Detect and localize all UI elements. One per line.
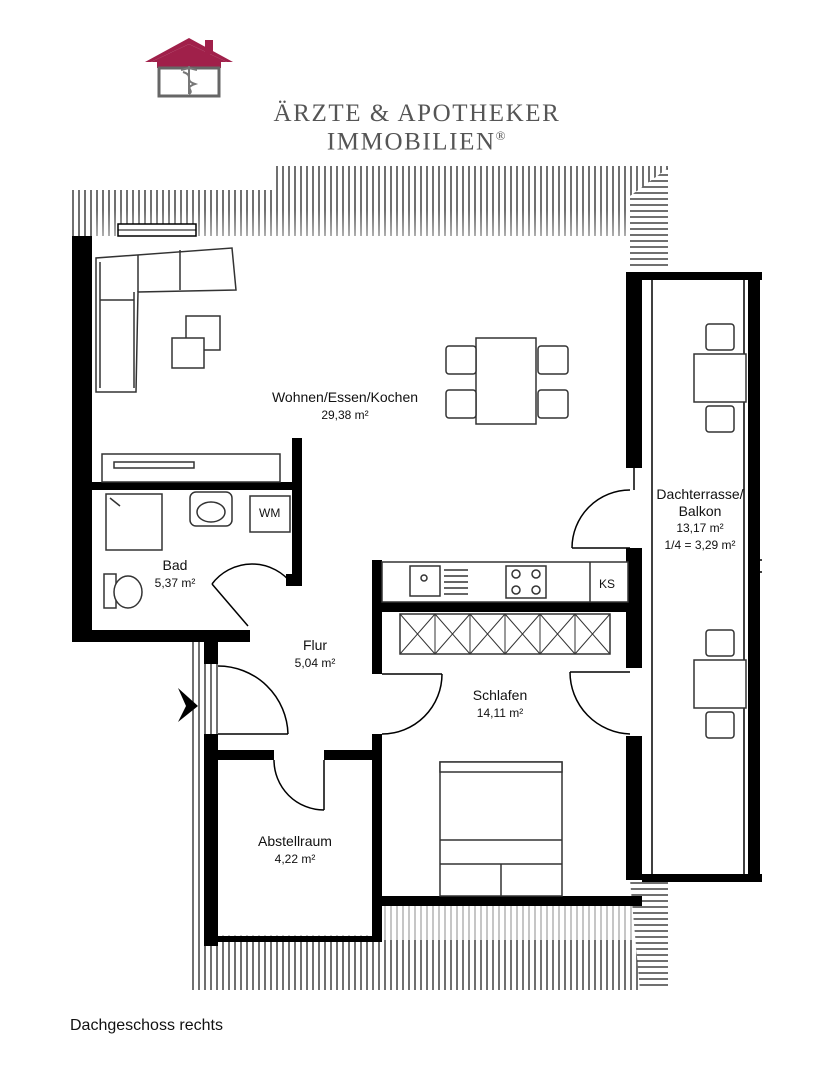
room-name: Bad — [162, 557, 188, 573]
room-name-line1: Dachterrasse/ — [656, 486, 744, 502]
sideboard — [101, 453, 281, 483]
kitchen-counter — [381, 561, 629, 603]
sofa — [95, 247, 237, 393]
plan-caption: Dachgeschoss rechts — [70, 1017, 223, 1034]
room-label-flur: Flur 5,04 m² — [270, 636, 360, 672]
room-name: Schlafen — [472, 687, 528, 703]
bath-fixtures — [103, 491, 291, 609]
room-area: 5,04 m² — [294, 656, 336, 670]
room-label-schlafen: Schlafen 14,11 m² — [450, 686, 550, 722]
room-area-quarter: 1/4 = 3,29 m² — [664, 538, 736, 552]
logo-text-immobilien: IMMOBILIEN — [326, 128, 496, 156]
room-area: 4,22 m² — [274, 852, 316, 866]
dining-table — [445, 337, 569, 425]
wardrobe — [399, 613, 611, 655]
room-name-line2: Balkon — [678, 503, 722, 519]
room-label-abstellraum: Abstellraum 4,22 m² — [240, 832, 350, 868]
house-logo-icon — [145, 38, 233, 98]
room-area: 13,17 m² — [676, 521, 724, 535]
fridge-label: KS — [599, 577, 616, 591]
logo-text-line2: IMMOBILIEN® — [0, 128, 834, 156]
walls — [72, 236, 762, 946]
doors — [211, 280, 635, 811]
washer-label: WM — [259, 506, 281, 520]
room-label-wohnen: Wohnen/Essen/Kochen 29,38 m² — [240, 388, 450, 424]
registered-mark: ® — [495, 128, 508, 143]
roof-slope-right — [630, 168, 668, 270]
room-area: 5,37 m² — [154, 576, 196, 590]
logo-text-line1: ÄRZTE & APOTHEKER — [273, 100, 561, 127]
room-label-dachterrasse: Dachterrasse/ Balkon 13,17 m² 1/4 = 3,29… — [640, 486, 760, 554]
room-area: 29,38 m² — [321, 408, 369, 422]
bed — [439, 761, 563, 897]
balcony-furniture — [693, 323, 747, 739]
room-name: Flur — [302, 637, 328, 653]
room-area: 14,11 m² — [476, 706, 524, 720]
company-logo: ÄRZTE & APOTHEKER IMMOBILIEN® — [0, 30, 834, 160]
side-tables — [171, 315, 221, 369]
entrance-arrow-icon — [178, 688, 198, 722]
caduceus-icon — [180, 66, 199, 95]
room-name: Abstellraum — [258, 833, 332, 849]
room-label-bad: Bad 5,37 m² — [130, 556, 220, 592]
room-name: Wohnen/Essen/Kochen — [271, 389, 419, 405]
